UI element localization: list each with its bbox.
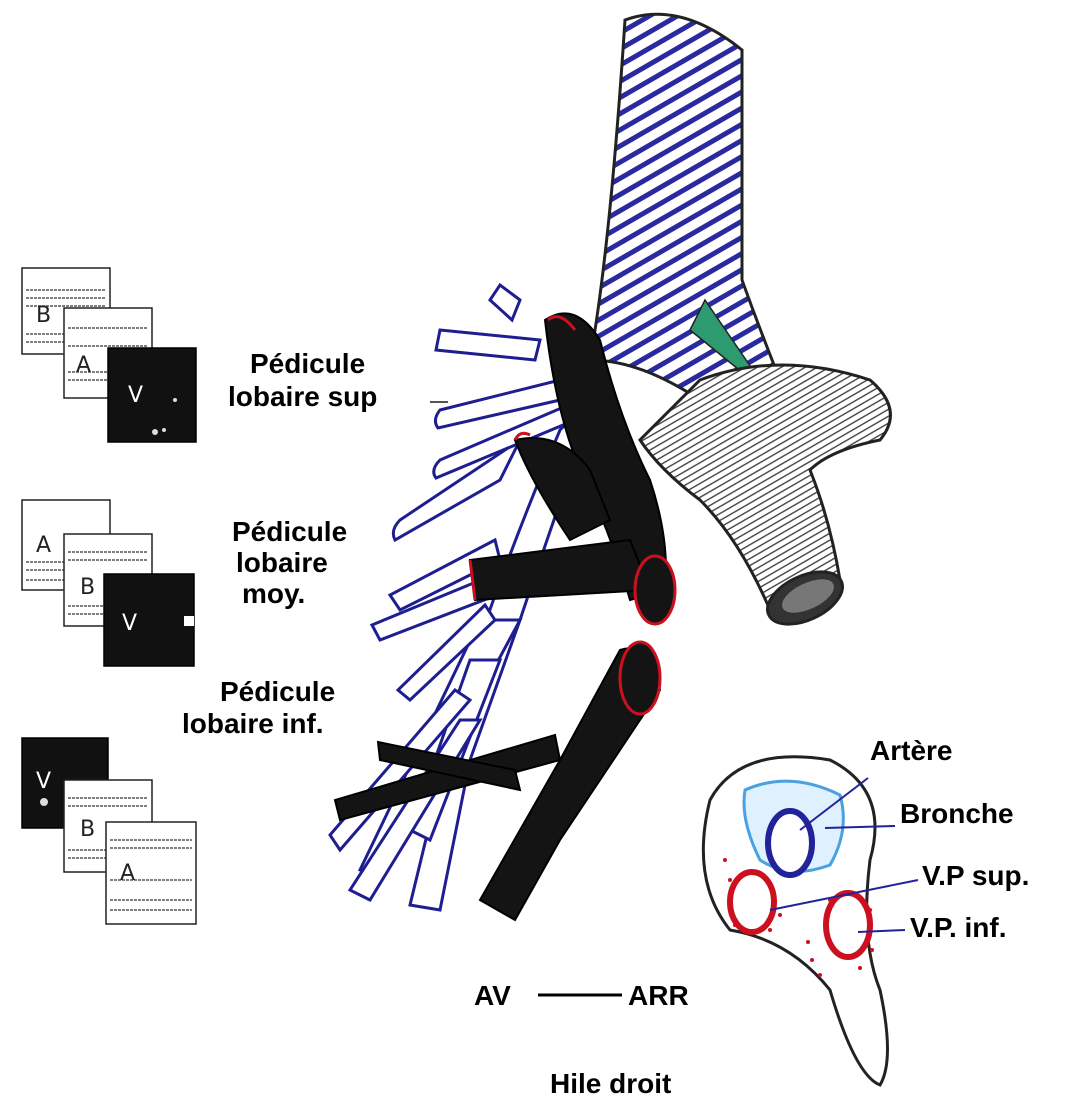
main-bronchus-right-branch — [640, 365, 890, 635]
card-stack-inferior: V B A — [22, 738, 196, 924]
vp-inf-section — [826, 893, 870, 957]
label-pedicule-sup-1: Pédicule — [250, 348, 365, 379]
label-vp-inf: V.P. inf. — [910, 912, 1007, 943]
label-pedicule-moy-1: Pédicule — [232, 516, 347, 547]
trachea — [590, 14, 780, 400]
label-pedicule-inf-1: Pédicule — [220, 676, 335, 707]
vessel-lumen — [635, 556, 675, 624]
diagram-caption: Hile droit — [550, 1068, 671, 1099]
label-pedicule-sup-2: lobaire sup — [228, 381, 377, 412]
card-letter: A — [36, 533, 51, 558]
card-letter: B — [80, 817, 95, 842]
card-a: A — [106, 822, 196, 924]
label-artere: Artère — [870, 735, 952, 766]
card-letter: B — [36, 303, 51, 328]
artery-section — [768, 811, 812, 875]
label-pedicule-moy-2: lobaire — [236, 547, 328, 578]
vessel-lumen — [620, 642, 660, 714]
label-arr: ARR — [628, 980, 689, 1011]
card-letter: A — [120, 861, 135, 886]
card-stack-middle: A B V — [22, 500, 194, 666]
label-pedicule-inf-2: lobaire inf. — [182, 708, 324, 739]
card-letter: V — [128, 383, 143, 408]
label-bronche: Bronche — [900, 798, 1014, 829]
vp-sup-section — [730, 872, 774, 932]
card-letter: V — [36, 769, 51, 794]
card-v: V — [108, 348, 196, 442]
label-pedicule-moy-3: moy. — [242, 578, 305, 609]
card-stack-superior: B A V — [22, 268, 196, 442]
label-vp-sup: V.P sup. — [922, 860, 1029, 891]
card-v: V — [104, 574, 194, 666]
card-letter: A — [76, 353, 91, 378]
card-letter: V — [122, 611, 137, 636]
hilum-cross-section — [703, 757, 918, 1085]
card-letter: B — [80, 575, 95, 600]
label-av: AV — [474, 980, 511, 1011]
